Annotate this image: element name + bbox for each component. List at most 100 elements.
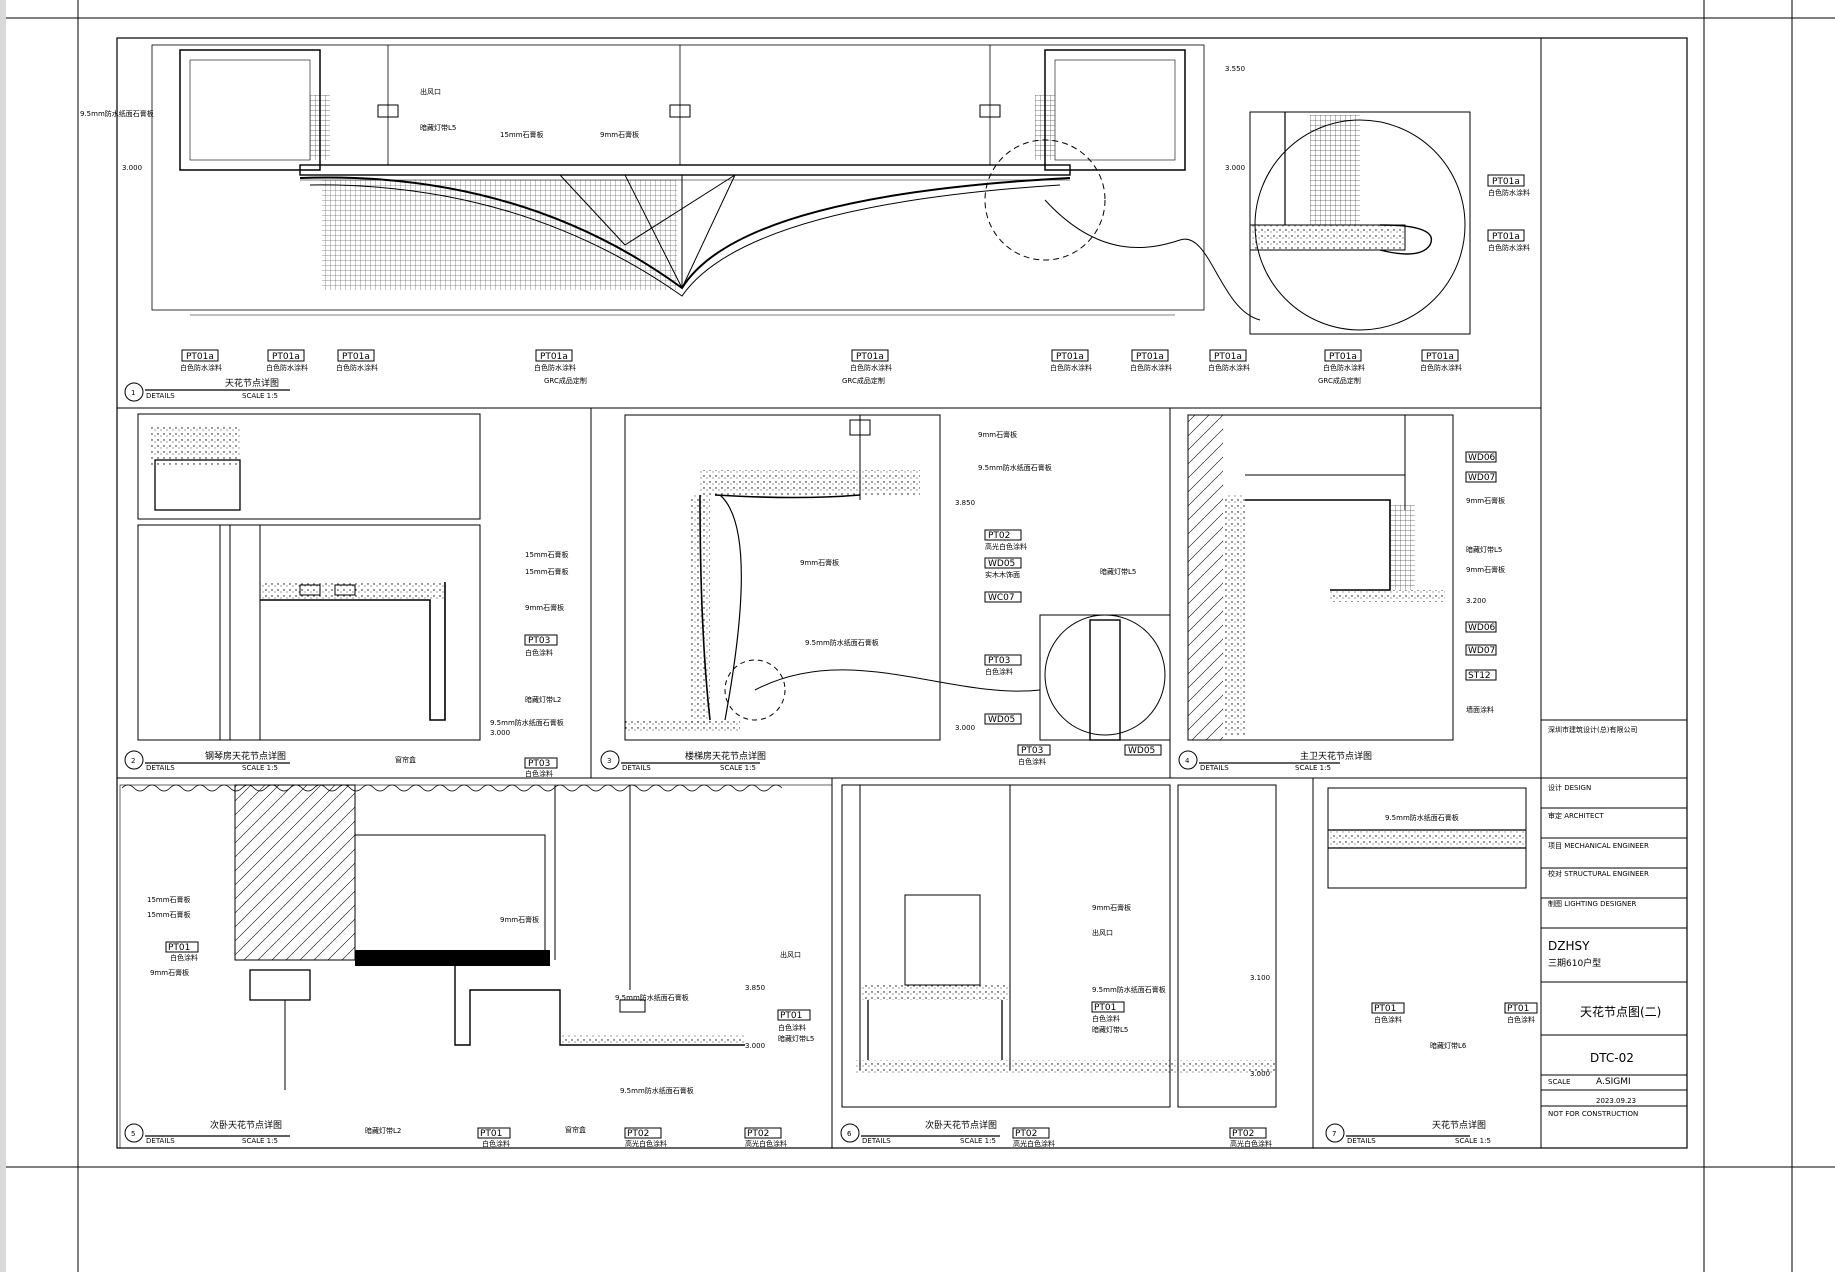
svg-text:PT02: PT02 (1015, 1129, 1037, 1139)
svg-text:白色涂料: 白色涂料 (525, 769, 553, 778)
project-name: 三期610户型 (1548, 957, 1601, 969)
svg-text:ST12: ST12 (1468, 671, 1491, 681)
svg-text:9mm石膏板: 9mm石膏板 (500, 915, 539, 924)
svg-text:SCALE 1:5: SCALE 1:5 (1455, 1137, 1491, 1145)
svg-text:暗藏灯带L5: 暗藏灯带L5 (1092, 1025, 1128, 1034)
firm-name: 深圳市建筑设计(总)有限公司 (1548, 725, 1637, 734)
svg-text:高光白色涂料: 高光白色涂料 (745, 1139, 787, 1148)
left-scroll-strip (0, 0, 6, 1272)
detail-2-piano-room: 15mm石膏板 15mm石膏板 9mm石膏板 PT03 白色涂料 暗藏灯带L2 … (124, 413, 569, 778)
detail-6-title: 次卧天花节点详图 (925, 1119, 997, 1131)
svg-text:WD07: WD07 (1468, 473, 1495, 483)
svg-text:白色防水涂料: 白色防水涂料 (1488, 188, 1530, 197)
svg-text:PT01a: PT01a (1492, 232, 1520, 242)
svg-text:白色涂料: 白色涂料 (1092, 1014, 1120, 1023)
svg-text:PT03: PT03 (528, 759, 550, 769)
svg-text:白色防水涂料: 白色防水涂料 (336, 363, 378, 372)
svg-text:高光白色涂料: 高光白色涂料 (985, 542, 1027, 551)
svg-text:PT01a: PT01a (1492, 177, 1520, 187)
svg-text:9.5mm防水纸面石膏板: 9.5mm防水纸面石膏板 (805, 638, 879, 647)
svg-text:PT02: PT02 (747, 1129, 769, 1139)
svg-text:GRC成品定制: GRC成品定制 (842, 376, 885, 385)
svg-text:高光白色涂料: 高光白色涂料 (1230, 1139, 1272, 1148)
svg-text:9.5mm防水纸面石膏板: 9.5mm防水纸面石膏板 (1092, 985, 1166, 994)
svg-text:PT01a: PT01a (1056, 352, 1084, 362)
svg-text:白色防水涂料: 白色防水涂料 (850, 363, 892, 372)
svg-text:PT01a: PT01a (540, 352, 568, 362)
svg-text:制图 LIGHTING DESIGNER: 制图 LIGHTING DESIGNER (1548, 899, 1637, 908)
svg-text:1: 1 (131, 389, 135, 397)
detail-3-title: 楼梯房天花节点详图 (685, 750, 766, 762)
svg-text:暗藏灯带L5: 暗藏灯带L5 (1466, 545, 1502, 554)
svg-text:15mm石膏板: 15mm石膏板 (147, 910, 191, 919)
svg-text:WD07: WD07 (1468, 646, 1495, 656)
svg-text:3.200: 3.200 (1466, 597, 1486, 605)
svg-text:WD05: WD05 (988, 715, 1015, 725)
svg-text:PT01a: PT01a (1214, 352, 1242, 362)
svg-text:窗帘盒: 窗帘盒 (565, 1125, 586, 1134)
svg-text:PT02: PT02 (1232, 1129, 1254, 1139)
svg-text:GRC成品定制: GRC成品定制 (544, 376, 587, 385)
svg-text:3.000: 3.000 (1250, 1070, 1270, 1078)
tag-row-1: PT01a 白色防水涂料 PT01a 白色防水涂料 PT01a 白色防水涂料 P… (180, 174, 1530, 385)
svg-text:WD06: WD06 (1468, 623, 1496, 633)
svg-text:PT03: PT03 (528, 636, 550, 646)
svg-text:白色防水涂料: 白色防水涂料 (1420, 363, 1462, 372)
detail-1-title: 天花节点详图 (225, 377, 279, 389)
company-code: DZHSY (1548, 939, 1590, 953)
svg-text:9.5mm防水纸面石膏板: 9.5mm防水纸面石膏板 (615, 993, 689, 1002)
detail-7-ceiling: 9.5mm防水纸面石膏板 PT01 白色涂料 PT01 白色涂料 暗藏灯带L6 … (1325, 787, 1538, 1145)
svg-text:暗藏灯带L6: 暗藏灯带L6 (1430, 1041, 1467, 1050)
svg-text:白色防水涂料: 白色防水涂料 (180, 363, 222, 372)
svg-text:DETAILS: DETAILS (146, 764, 175, 772)
svg-text:白色涂料: 白色涂料 (985, 667, 1013, 676)
detail-5-title: 次卧天花节点详图 (210, 1119, 282, 1131)
svg-text:NOT FOR CONSTRUCTION: NOT FOR CONSTRUCTION (1548, 1110, 1638, 1118)
svg-text:PT03: PT03 (1021, 746, 1043, 756)
svg-text:白色防水涂料: 白色防水涂料 (1488, 243, 1530, 252)
svg-text:9mm石膏板: 9mm石膏板 (978, 430, 1017, 439)
svg-text:3.100: 3.100 (1250, 974, 1270, 982)
svg-text:9.5mm防水纸面石膏板: 9.5mm防水纸面石膏板 (978, 463, 1052, 472)
svg-text:9mm石膏板: 9mm石膏板 (1466, 565, 1505, 574)
svg-text:PT01a: PT01a (1136, 352, 1164, 362)
svg-text:PT01a: PT01a (856, 352, 884, 362)
svg-text:白色防水涂料: 白色防水涂料 (534, 363, 576, 372)
detail-1-ceiling: 9.5mm防水纸面石膏板 9mm石膏板 15mm石膏板 出风口 暗藏灯带L5 3… (80, 44, 1530, 402)
svg-text:SCALE 1:5: SCALE 1:5 (242, 1137, 278, 1145)
svg-text:白色防水涂料: 白色防水涂料 (1208, 363, 1250, 372)
svg-text:白色涂料: 白色涂料 (1507, 1015, 1535, 1024)
svg-text:暗藏灯带L2: 暗藏灯带L2 (525, 695, 561, 704)
svg-text:DETAILS: DETAILS (146, 1137, 175, 1145)
svg-text:5: 5 (131, 1130, 135, 1138)
note-gypsum-9: 9mm石膏板 (600, 130, 639, 139)
svg-text:白色涂料: 白色涂料 (1018, 757, 1046, 766)
svg-text:DETAILS: DETAILS (622, 764, 651, 772)
drawing-number: DTC-02 (1590, 1051, 1634, 1065)
svg-text:PT01a: PT01a (272, 352, 300, 362)
svg-text:WD05: WD05 (1128, 746, 1155, 756)
svg-text:SCALE 1:5: SCALE 1:5 (1295, 764, 1331, 772)
detail-4-master-bath: WD06 WD07 9mm石膏板 暗藏灯带L5 9mm石膏板 3.200 WD0… (1178, 414, 1505, 772)
svg-text:DETAILS: DETAILS (862, 1137, 891, 1145)
svg-text:校对 STRUCTURAL ENGINEER: 校对 STRUCTURAL ENGINEER (1548, 869, 1649, 878)
svg-text:7: 7 (1332, 1130, 1336, 1138)
svg-text:PT01a: PT01a (186, 352, 214, 362)
svg-text:WD06: WD06 (1468, 453, 1496, 463)
svg-text:PT01: PT01 (480, 1129, 502, 1139)
svg-text:4: 4 (1185, 757, 1190, 765)
svg-text:DETAILS: DETAILS (1200, 764, 1229, 772)
svg-text:9.5mm防水纸面石膏板: 9.5mm防水纸面石膏板 (490, 718, 564, 727)
svg-text:审定 ARCHITECT: 审定 ARCHITECT (1548, 811, 1604, 820)
detail-7-title: 天花节点详图 (1432, 1119, 1486, 1131)
svg-text:白色防水涂料: 白色防水涂料 (266, 363, 308, 372)
svg-text:2: 2 (131, 757, 135, 765)
svg-text:15mm石膏板: 15mm石膏板 (525, 567, 569, 576)
svg-text:PT01: PT01 (1374, 1004, 1396, 1014)
svg-text:PT01a: PT01a (342, 352, 370, 362)
svg-text:高光白色涂料: 高光白色涂料 (625, 1139, 667, 1148)
note-level-3550: 3.550 (1225, 65, 1245, 73)
svg-text:PT01a: PT01a (1426, 352, 1454, 362)
svg-text:9mm石膏板: 9mm石膏板 (1092, 903, 1131, 912)
svg-text:白色防水涂料: 白色防水涂料 (1130, 363, 1172, 372)
